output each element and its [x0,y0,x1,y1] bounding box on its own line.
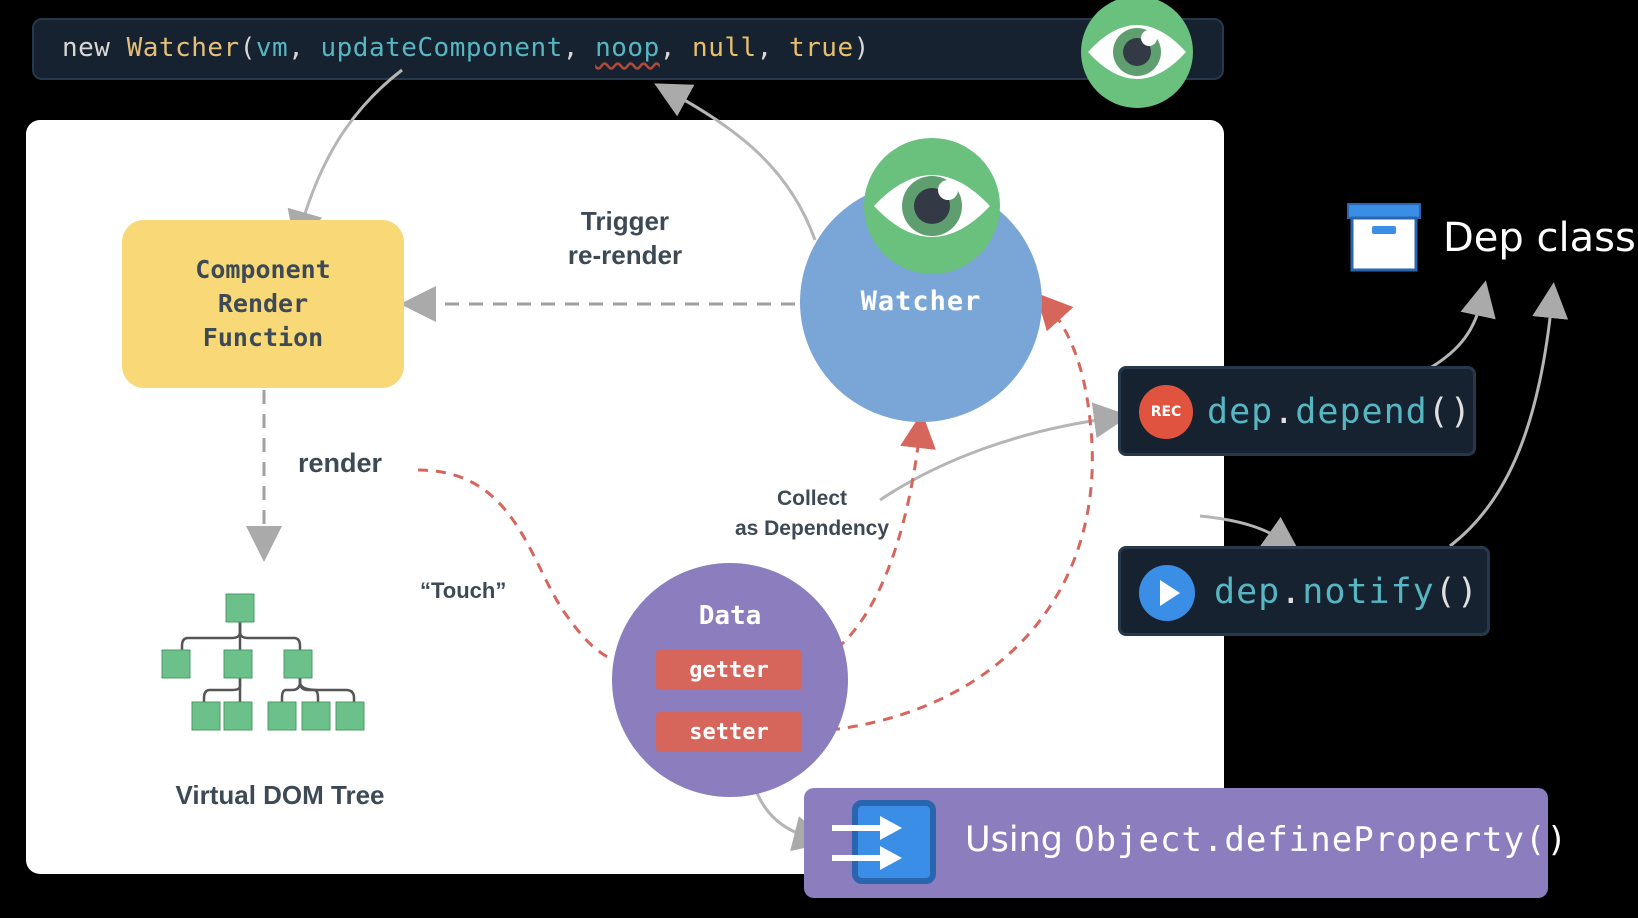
arrow-collect-to-depend [879,402,1130,502]
code-paren-close: ) [853,33,870,63]
component-render-function-box: Component Render Function [122,220,404,388]
depend-dot: . [1273,392,1296,432]
define-property-text: Using Object.defineProperty() [965,820,1568,860]
notify-label: Notify [1112,508,1172,531]
notify-parens: () [1434,572,1479,612]
depend-method: depend [1295,392,1428,432]
box-icon [852,800,936,884]
notify-obj: dep [1214,572,1281,612]
code-sep: , [756,33,789,63]
box-icon [1347,203,1421,272]
trigger-rerender-label: Trigger re-render [567,206,683,270]
arrow-right-icon [832,816,902,870]
dashed-setter-to-watcher [829,292,1094,732]
dep-depend-code: dep.depend() [1207,392,1472,432]
touch-label: “Touch” [420,578,507,603]
getter-pill: getter [656,650,802,690]
code-sep: , [288,33,321,63]
code-arg-noop: noop [595,33,660,63]
notify-method: notify [1302,572,1435,612]
define-property-code: Object.defineProperty() [1074,820,1568,860]
notify-dot: . [1280,572,1303,612]
eye-icon [864,138,1000,274]
watcher-label: Watcher [860,286,982,317]
arrow-notify-to-box [1199,514,1300,553]
tree-icon [161,593,365,731]
code-paren-open: ( [239,33,256,63]
code-arg-update: updateComponent [320,33,563,63]
depend-obj: dep [1207,392,1274,432]
dep-class-label: Dep class [1443,215,1636,261]
code-arg-vm: vm [255,33,289,63]
play-icon [1139,565,1195,621]
eye-icon [1081,0,1193,108]
dep-notify-code: dep.notify() [1214,572,1479,612]
define-property-prefix: Using [965,820,1075,860]
component-box-label: Component Render Function [195,255,331,352]
rec-icon: REC [1139,385,1193,439]
depend-parens: () [1427,392,1472,432]
watcher-code-line: new Watcher(vm, updateComponent, noop, n… [62,33,870,63]
data-label: Data [698,601,762,631]
code-class: Watcher [126,33,240,63]
code-arg-null: null [692,33,757,63]
code-sep: , [562,33,596,63]
collect-dependency-label: Collect as Dependency [734,487,890,540]
code-keyword: new [62,33,111,63]
virtual-dom-label: Virtual DOM Tree [175,780,385,810]
arrow-watcher-to-code [654,83,817,241]
arrow-code-to-component [287,68,403,248]
watcher-code-bar [32,18,1224,80]
dashed-getter-to-watcher [805,412,936,669]
code-sep: , [659,33,693,63]
setter-pill: setter [656,712,802,752]
code-arg-true: true [788,33,854,63]
render-label: render [298,448,383,478]
dashed-render-to-getter [417,468,663,684]
arrow-depend-to-class [1429,280,1496,370]
arrow-notify-to-class [1449,282,1569,548]
